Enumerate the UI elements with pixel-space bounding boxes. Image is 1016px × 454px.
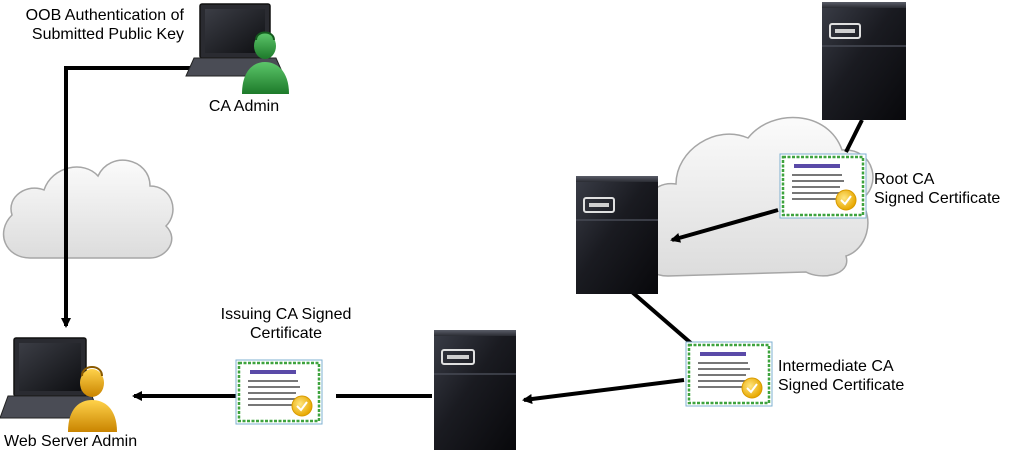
oob-auth-label-line1: OOB Authentication of bbox=[25, 7, 184, 24]
intermediate-ca-label: Intermediate CA Signed Certificate bbox=[778, 357, 904, 395]
intermediate-server-link bbox=[630, 290, 694, 346]
issuing-ca-certificate-icon bbox=[235, 359, 323, 425]
web-server-admin-label: Web Server Admin bbox=[4, 433, 138, 450]
root-ca-label-line1: Root CA bbox=[874, 171, 935, 188]
intermediate-ca-label-line1: Intermediate CA bbox=[778, 358, 894, 375]
root-ca-label: Root CA Signed Certificate bbox=[874, 170, 1000, 208]
issuing-ca-label-line2: Certificate bbox=[249, 325, 323, 342]
root-server-link bbox=[844, 119, 864, 153]
root-to-intermediate-arrow bbox=[670, 208, 779, 243]
ca-admin-label: CA Admin bbox=[208, 98, 280, 115]
oob-auth-label: OOB Authentication of Submitted Public K… bbox=[0, 6, 184, 44]
oob-connector-arrow bbox=[61, 66, 198, 328]
issuing-ca-server-icon bbox=[434, 330, 516, 450]
web-server-admin-person-icon bbox=[68, 366, 117, 432]
intermediate-ca-label-line2: Signed Certificate bbox=[778, 377, 905, 394]
root-ca-label-line2: Signed Certificate bbox=[874, 190, 1001, 207]
root-ca-certificate-icon bbox=[779, 153, 867, 219]
intermediate-to-issuing-arrow bbox=[522, 378, 685, 404]
oob-auth-label-line2: Submitted Public Key bbox=[31, 26, 184, 43]
intermediate-ca-certificate-icon bbox=[685, 341, 773, 407]
ca-admin-person-icon bbox=[242, 31, 289, 94]
issuing-ca-label-line1: Issuing CA Signed bbox=[220, 306, 352, 323]
root-ca-server-icon bbox=[822, 2, 906, 120]
cloud-left-icon bbox=[2, 159, 174, 259]
intermediate-ca-server-icon bbox=[576, 176, 658, 294]
issuing-ca-label: Issuing CA Signed Certificate bbox=[196, 305, 376, 343]
